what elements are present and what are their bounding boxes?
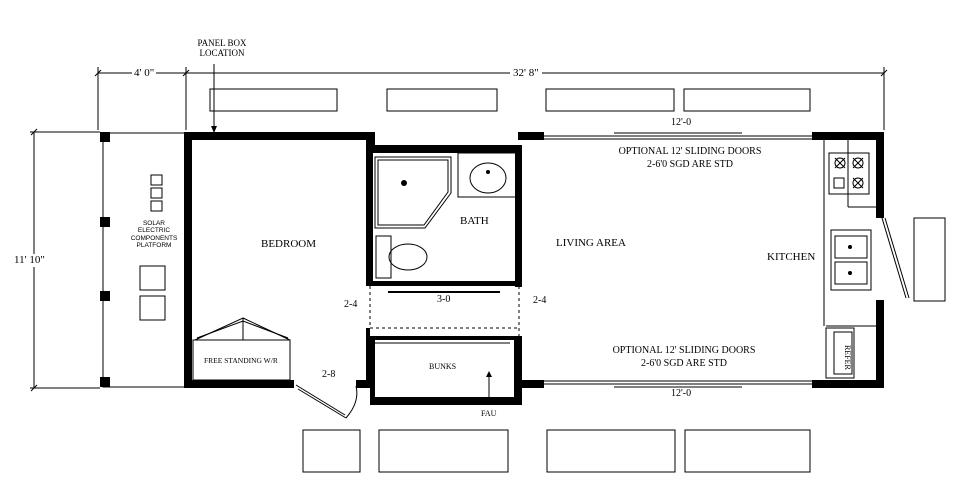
interior-walls <box>366 140 522 388</box>
sliding-bottom-line1: OPTIONAL 12' SLIDING DOORS <box>612 345 756 356</box>
bedroom-door <box>295 384 358 419</box>
wardrobe-label: FREE STANDING W/R <box>204 356 278 365</box>
shower <box>374 156 452 229</box>
bath-sink <box>457 152 519 198</box>
bedroom-label: BEDROOM <box>261 238 317 250</box>
fau-arrow <box>486 371 492 400</box>
kitchen-label: KITCHEN <box>767 251 816 263</box>
panel-box-arrow <box>211 126 217 133</box>
bunk-opening-dim: 3-0 <box>437 294 451 305</box>
solar-line2: ELECTRIC <box>137 227 171 235</box>
sliding-doors <box>544 132 812 388</box>
stove-icon <box>828 152 870 195</box>
kitchen-sink <box>830 229 872 291</box>
fau-label: FAU <box>481 409 497 418</box>
kitchen-counter <box>823 140 876 327</box>
living-area-label: LIVING AREA <box>556 237 626 249</box>
toilet <box>375 235 428 279</box>
sliding-door-note-top: OPTIONAL 12' SLIDING DOORS 2-6'0 SGD ARE… <box>600 147 780 170</box>
sliding-bottom-line2: 2-6'0 SGD ARE STD <box>641 358 727 369</box>
porch-width-dim: 4' 0" <box>132 67 157 79</box>
refrigerator <box>825 327 855 379</box>
overall-length-dim: 32' 8" <box>510 68 542 79</box>
bath-label: BATH <box>460 215 489 227</box>
hall-right-dim: 2-4 <box>533 295 547 306</box>
sliding-door-dim-bottom: 12'-0 <box>671 388 692 399</box>
solar-platform <box>100 132 188 388</box>
sliding-door-note-bottom: OPTIONAL 12' SLIDING DOORS 2-6'0 SGD ARE… <box>594 346 774 369</box>
solar-line4: PLATFORM <box>136 242 172 250</box>
windows-top <box>209 88 811 112</box>
solar-line1: SOLAR <box>142 220 166 227</box>
panel-box-line2: LOCATION <box>199 48 245 59</box>
bedroom-door-dim: 2-8 <box>322 369 336 380</box>
refer-label: REFER <box>843 345 852 370</box>
exterior-walls <box>184 132 884 405</box>
overall-width-dim: 11' 10" <box>14 254 45 267</box>
wardrobe-unit <box>192 317 291 381</box>
dimension-lines <box>30 67 888 392</box>
sliding-top-line1: OPTIONAL 12' SLIDING DOORS <box>618 146 762 157</box>
sliding-top-line2: 2-6'0 SGD ARE STD <box>647 159 733 170</box>
panel-box-label: PANEL BOX LOCATION <box>196 38 248 59</box>
solar-platform-label: SOLAR ELECTRIC COMPONENTS PLATFORM <box>126 220 182 250</box>
exterior-door <box>881 217 946 302</box>
panel-box-line1: PANEL BOX <box>197 38 247 48</box>
bunks-label: BUNKS <box>429 362 457 371</box>
sliding-door-dim-top: 12'-0 <box>671 117 692 128</box>
windows-bottom <box>302 429 811 473</box>
hall-left-dim: 2-4 <box>344 299 358 310</box>
solar-line3: COMPONENTS <box>130 234 178 242</box>
